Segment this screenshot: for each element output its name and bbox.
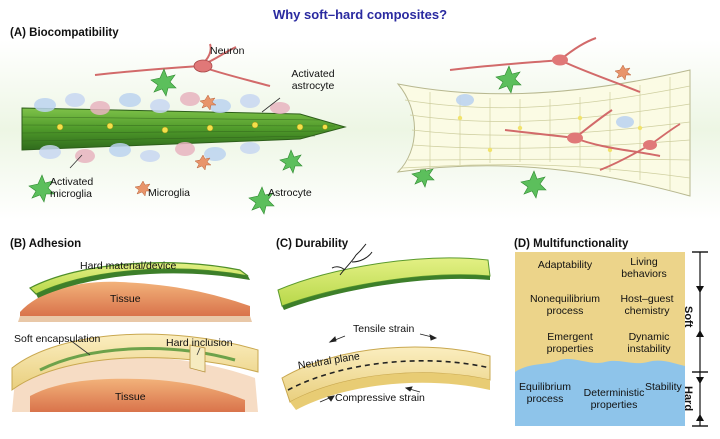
axis-label-soft: Soft — [682, 306, 694, 328]
label-compressive-strain: Compressive strain — [335, 392, 425, 404]
figure-title: Why soft–hard composites? — [272, 7, 448, 22]
label-hard-material: Hard material/device — [80, 260, 177, 272]
item-adaptability: Adaptability — [537, 259, 593, 271]
item-equilibrium-process: Equilibrium process — [519, 381, 571, 405]
label-activated-astrocyte: Activated astrocyte — [291, 68, 335, 92]
item-deterministic-properties: Deterministic properties — [583, 387, 645, 411]
panel-b-heading: (B) Adhesion — [10, 238, 82, 250]
item-emergent-properties: Emergent properties — [546, 331, 594, 355]
item-host-guest-chemistry: Host–guest chemistry — [620, 293, 674, 317]
item-dynamic-instability: Dynamic instability — [627, 331, 671, 355]
label-microglia: Microglia — [148, 187, 191, 199]
panel-d-heading: (D) Multifunctionality — [514, 238, 629, 250]
label-tissue-top: Tissue — [110, 293, 141, 305]
label-hard-inclusion: Hard inclusion — [166, 337, 233, 349]
label-tissue-bottom: Tissue — [115, 391, 146, 403]
item-stability: Stability — [645, 381, 682, 393]
item-nonequilibrium-process: Nonequilibrium process — [529, 293, 601, 317]
label-activated-microglia: Activated microglia — [50, 176, 94, 200]
panel-a-heading: (A) Biocompatibility — [10, 27, 119, 39]
axis-label-hard: Hard — [682, 386, 694, 412]
label-soft-encapsulation: Soft encapsulation — [14, 333, 101, 345]
label-astrocyte: Astrocyte — [268, 187, 312, 199]
label-tensile-strain: Tensile strain — [353, 323, 415, 335]
panel-c-heading: (C) Durability — [276, 238, 349, 250]
item-living-behaviors: Living behaviors — [621, 256, 667, 280]
hard-region — [515, 359, 685, 426]
label-neuron: Neuron — [210, 45, 245, 57]
